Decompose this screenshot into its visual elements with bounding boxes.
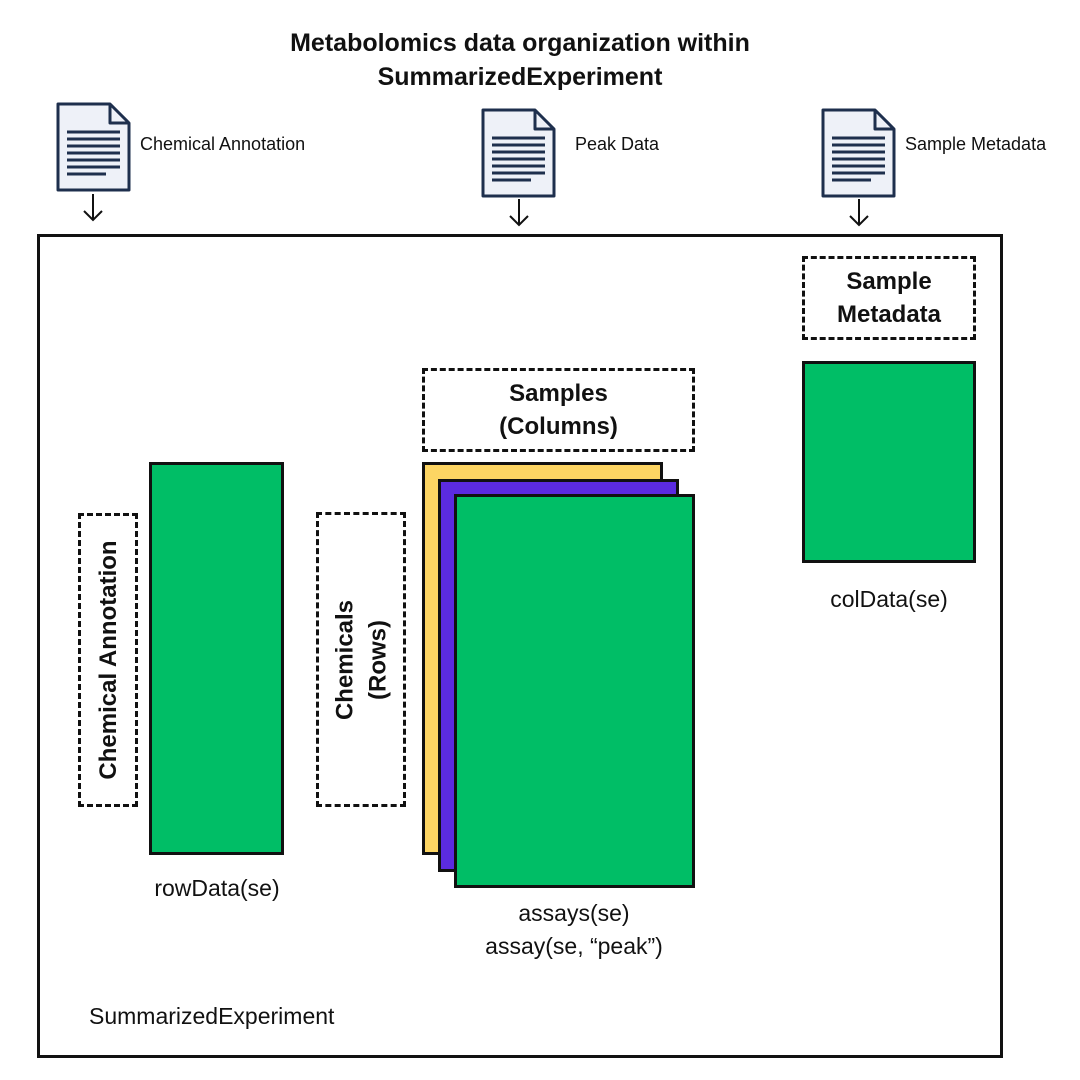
title-line-2: SummarizedExperiment [377,63,663,91]
title-line-1: Metabolomics data organization within [290,29,750,57]
assay-peak-accessor: assay(se, “peak”) [485,933,663,959]
page-title: Metabolomics data organization within Su… [220,26,820,94]
down-arrow-icon [83,194,103,222]
input-label-sample-metadata: Sample Metadata [905,134,1047,154]
assays-accessor: assays(se) [518,900,630,926]
container-label: SummarizedExperiment [89,1003,335,1029]
sample-metadata-box: Sample Metadata [802,256,976,340]
assay-layer-peak [454,494,695,888]
chemicals-rows-box [316,512,406,807]
col-data-matrix [802,361,976,563]
down-arrow-icon [849,199,869,227]
down-arrow-icon [509,199,529,227]
document-icon [821,108,896,198]
chemicals-rows-label-line-1: Chemicals [331,599,359,721]
input-label-chemical-annotation: Chemical Annotation [140,134,306,154]
sample-metadata-label-line-2: Metadata [836,301,942,328]
chemical-annotation-label: Chemical Annotation [94,540,122,780]
chemicals-rows-label: Chemicals (Rows) [328,513,396,808]
samples-columns-box: Samples (Columns) [422,368,695,452]
sample-metadata-label-line-1: Sample [846,268,932,295]
input-label-peak-data: Peak Data [575,134,660,154]
document-icon [481,108,556,198]
row-data-matrix [149,462,284,855]
col-data-accessor: colData(se) [830,586,948,612]
chemical-annotation-box [78,513,138,807]
document-icon [56,102,131,192]
chemicals-rows-label-line-2: (Rows) [364,620,392,700]
summarized-experiment-container [37,234,1003,1058]
row-data-accessor: rowData(se) [154,875,280,901]
samples-columns-label-line-2: (Columns) [499,413,618,440]
samples-columns-label-line-1: Samples [509,380,608,407]
